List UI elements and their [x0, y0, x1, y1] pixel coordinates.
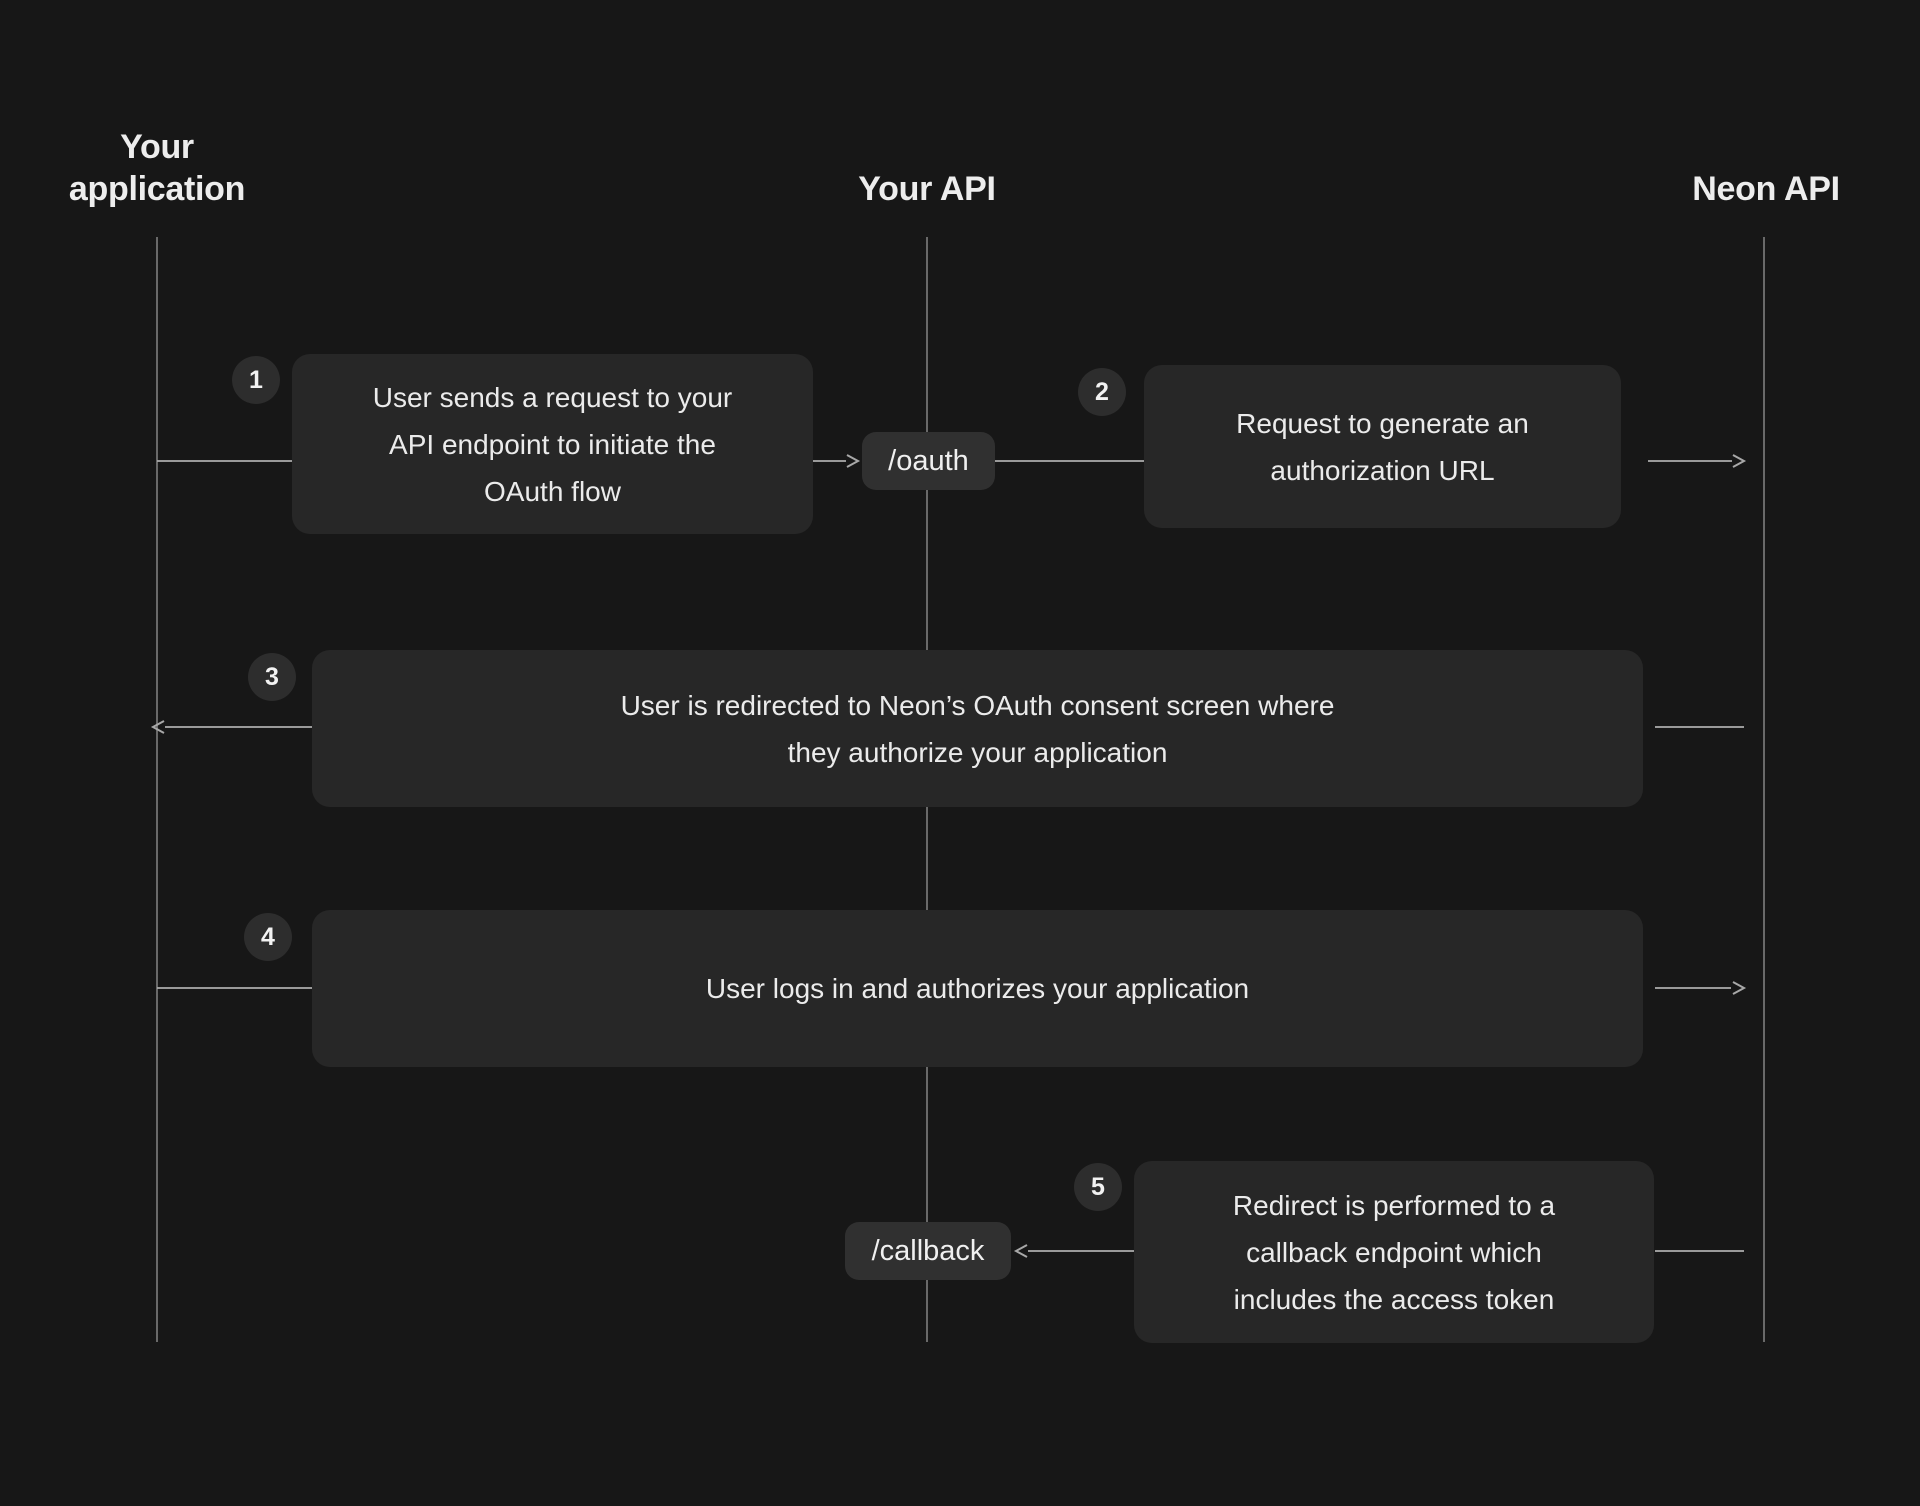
step-badge-4: 4 [244, 913, 292, 961]
message-box-step5: Redirect is performed to a callback endp… [1134, 1161, 1654, 1343]
arrow-right-icon [1732, 981, 1747, 995]
arrow-left-icon [1013, 1244, 1028, 1258]
message1-line-segment [157, 460, 292, 462]
actor-neon-api: Neon API [1692, 170, 1840, 208]
lifeline-your-application [156, 237, 158, 1342]
message4-line-segment [1655, 987, 1731, 989]
message-box-step4: User logs in and authorizes your applica… [312, 910, 1643, 1067]
message4-line-segment [157, 987, 312, 989]
actor-your-application: Your application [68, 128, 246, 208]
message3-line-segment [165, 726, 312, 728]
arrow-left-icon [150, 720, 165, 734]
endpoint-pill-callback: /callback [845, 1222, 1011, 1280]
endpoint-pill-oauth: /oauth [862, 432, 995, 490]
message5-line-segment [1028, 1250, 1134, 1252]
actor-your-api: Your API [858, 170, 996, 208]
arrow-right-icon [846, 454, 861, 468]
message1-line-segment [813, 460, 846, 462]
message1-line-segment [995, 460, 1144, 462]
message5-line-segment [1655, 1250, 1744, 1252]
message3-line-segment [1655, 726, 1744, 728]
step-badge-5: 5 [1074, 1163, 1122, 1211]
message-box-step2: Request to generate an authorization URL [1144, 365, 1621, 528]
message1-line-segment [1648, 460, 1732, 462]
step-badge-1: 1 [232, 356, 280, 404]
arrow-right-icon [1732, 454, 1747, 468]
message-box-step1: User sends a request to your API endpoin… [292, 354, 813, 534]
step-badge-3: 3 [248, 653, 296, 701]
message-box-step3: User is redirected to Neon’s OAuth conse… [312, 650, 1643, 807]
lifeline-neon-api [1763, 237, 1765, 1342]
step-badge-2: 2 [1078, 368, 1126, 416]
